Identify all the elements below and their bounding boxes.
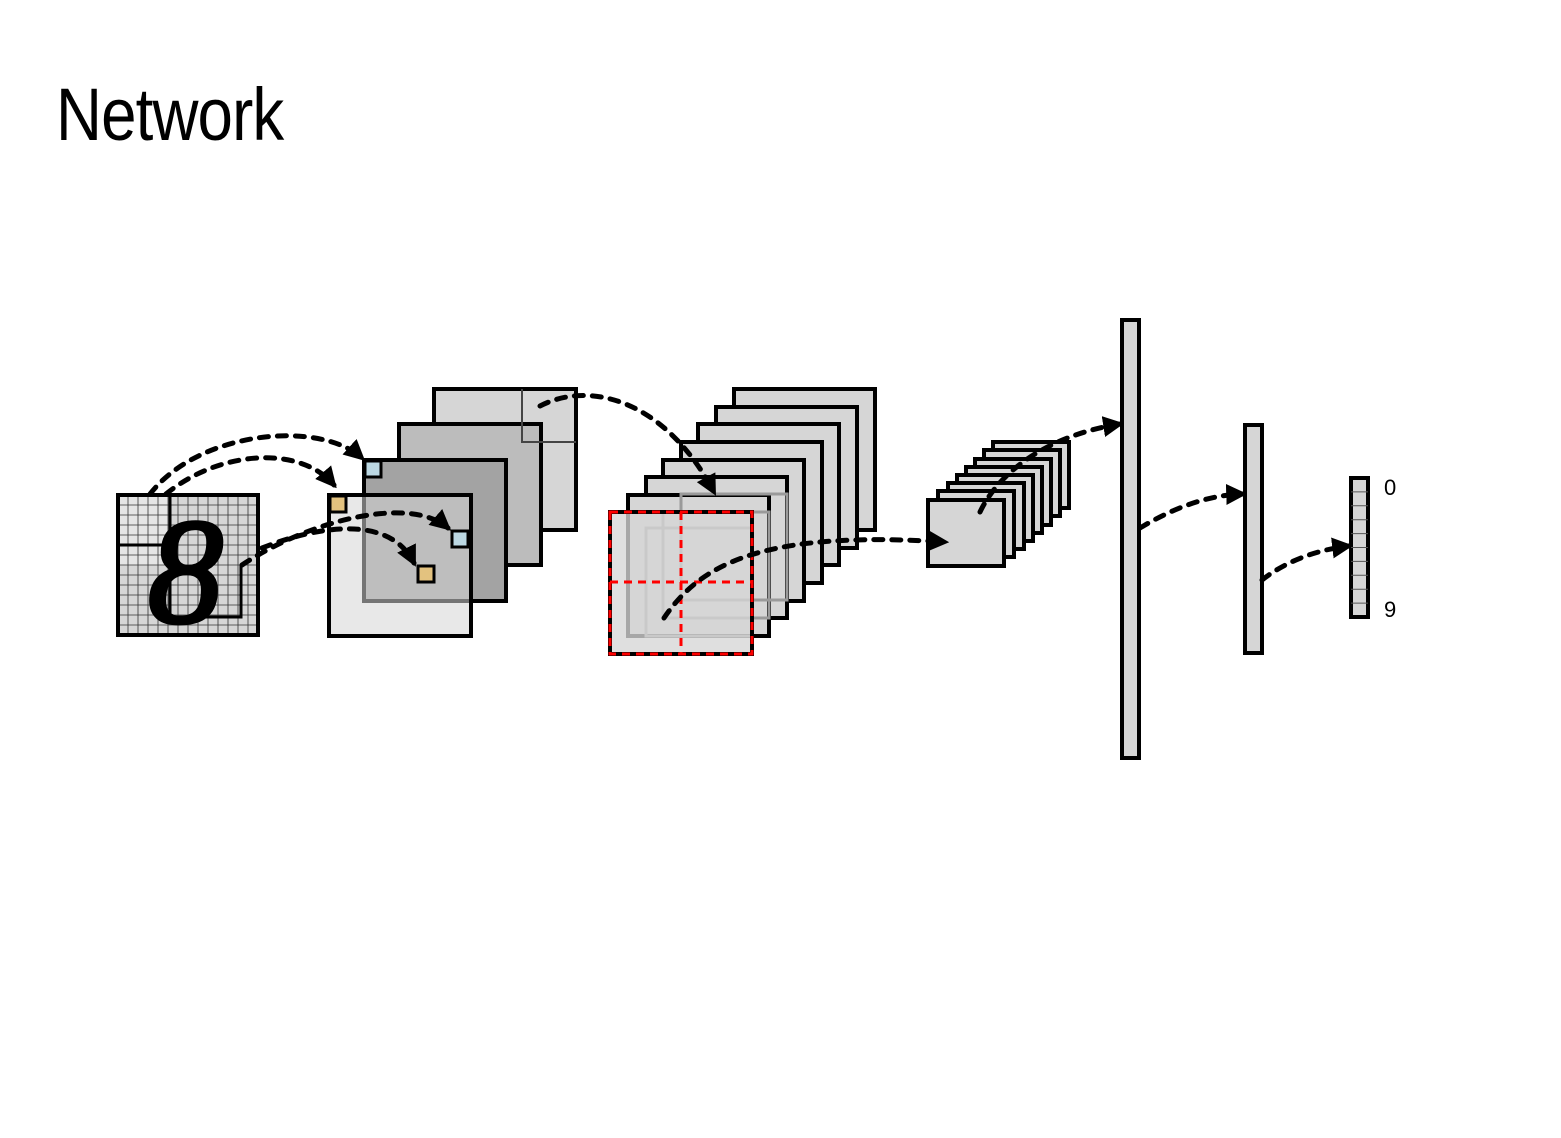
output-layer [1349, 476, 1370, 619]
pooling-grid [608, 510, 754, 656]
connection-arrow [1259, 537, 1354, 583]
connection-arrow [1137, 483, 1248, 531]
output-label-first: 0 [1384, 475, 1396, 500]
connection-arrow [147, 433, 366, 497]
dense-layer-2 [1243, 423, 1264, 655]
kernel-blue [450, 529, 470, 549]
conv1-feature-maps [327, 387, 578, 638]
dense-layers: 0 9 [1120, 318, 1396, 760]
conv1-map [327, 493, 473, 638]
kernel-blue [363, 459, 383, 479]
conv2-feature-maps [608, 387, 877, 656]
kernel-tan [416, 564, 436, 584]
connection-arrow [977, 416, 1125, 515]
connection-arrow [163, 455, 337, 497]
slide-title: Network [56, 73, 284, 156]
connection-arrow [259, 526, 417, 567]
connection-arrow [537, 393, 717, 496]
connection-arrow [661, 530, 950, 621]
receptive-field-outline-2 [168, 495, 243, 619]
kernel-tan [328, 494, 348, 514]
input-digit: 8 [148, 489, 223, 655]
dense-layer-1 [1120, 318, 1141, 760]
connection-arrow [239, 509, 452, 568]
pooled-map [926, 498, 1006, 568]
pooled-feature-maps [926, 440, 1071, 568]
connections [147, 393, 1354, 621]
conv1-receptive-corner [521, 389, 576, 443]
input-image: 8 [116, 487, 260, 657]
input-pixel-grid [118, 495, 258, 635]
output-label-last: 9 [1384, 597, 1396, 622]
